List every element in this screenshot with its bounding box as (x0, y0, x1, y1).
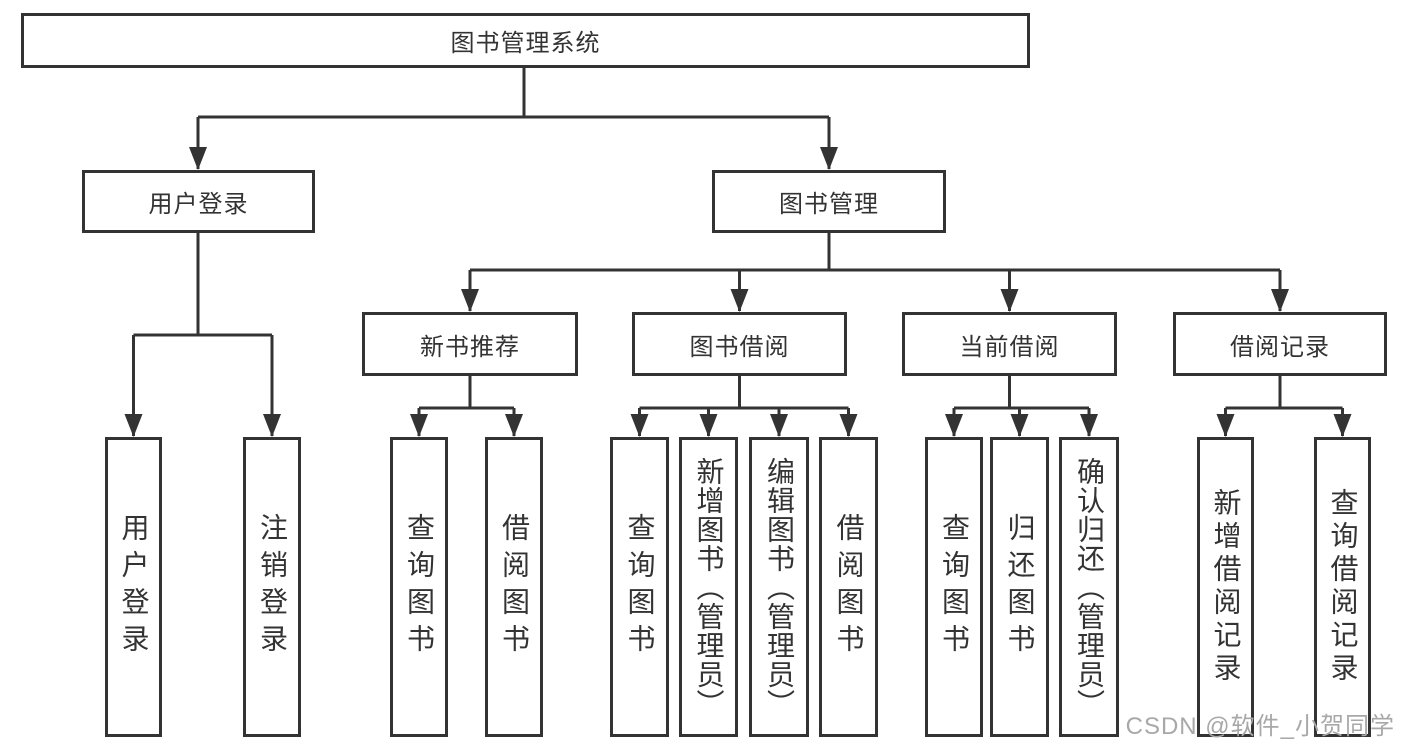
node-user-login: 用户登录 (82, 170, 315, 233)
leaf-query-books-recommend-label: 查询图书 (404, 513, 435, 661)
leaf-query-books-current-label: 查询图书 (939, 513, 970, 661)
connector-current-borrow (954, 376, 1089, 410)
node-current-borrow: 当前借阅 (902, 312, 1117, 376)
leaf-user-login: 用户登录 (105, 437, 162, 737)
node-library-management-system-label: 图书管理系统 (450, 30, 601, 57)
connector-root (198, 68, 829, 119)
leaf-borrow-books-recommend-label: 借阅图书 (499, 513, 530, 661)
node-book-management-label: 图书管理 (779, 191, 879, 218)
leaf-borrow-books: 借阅图书 (819, 437, 878, 737)
leaf-query-books-borrow-label: 查询图书 (624, 513, 656, 661)
node-borrow-records: 借阅记录 (1173, 312, 1387, 376)
leaf-edit-book-admin-label: 编辑图书︵管理员︶ (764, 456, 795, 718)
node-user-login-label: 用户登录 (148, 191, 249, 218)
leaf-confirm-return-admin-label: 确认归还︵管理员︶ (1074, 456, 1105, 718)
connector-user-login (133, 233, 272, 337)
node-book-borrow: 图书借阅 (632, 312, 847, 376)
connector-book-borrow (639, 376, 849, 410)
leaf-return-book: 归还图书 (990, 437, 1049, 737)
leaf-user-login-label: 用户登录 (118, 513, 150, 661)
leaf-logout: 注销登录 (243, 437, 301, 737)
node-new-book-recommend-label: 新书推荐 (420, 333, 520, 361)
node-book-borrow-label: 图书借阅 (689, 333, 790, 361)
leaf-add-borrow-record-label: 新增借阅记录 (1210, 488, 1242, 686)
connector-borrow-records (1225, 376, 1343, 410)
leaf-borrow-books-label: 借阅图书 (833, 513, 865, 661)
leaf-logout-label: 注销登录 (257, 513, 288, 661)
leaf-query-books-borrow: 查询图书 (610, 437, 669, 737)
leaf-edit-book-admin: 编辑图书︵管理员︶ (749, 437, 809, 737)
node-borrow-records-label: 借阅记录 (1230, 333, 1330, 361)
leaf-borrow-books-recommend: 借阅图书 (485, 437, 543, 737)
leaf-add-borrow-record: 新增借阅记录 (1197, 437, 1254, 737)
leaf-query-borrow-record: 查询借阅记录 (1314, 437, 1371, 737)
node-book-management: 图书管理 (712, 170, 946, 233)
node-library-management-system: 图书管理系统 (21, 13, 1030, 68)
leaf-add-book-admin-label: 新增图书︵管理员︶ (693, 456, 725, 718)
leaf-return-book-label: 归还图书 (1004, 513, 1036, 661)
connector-book-management (470, 233, 1280, 272)
node-current-borrow-label: 当前借阅 (959, 333, 1060, 361)
leaf-query-books-current: 查询图书 (925, 437, 983, 737)
node-new-book-recommend: 新书推荐 (362, 312, 578, 376)
leaf-query-books-recommend: 查询图书 (390, 437, 448, 737)
csdn-watermark: CSDN @软件_小贺同学 (1125, 713, 1395, 740)
connector-new-book-recommend (419, 376, 514, 410)
leaf-add-book-admin: 新增图书︵管理员︶ (679, 437, 738, 737)
leaf-query-borrow-record-label: 查询借阅记录 (1327, 488, 1359, 686)
leaf-confirm-return-admin: 确认归还︵管理员︶ (1059, 437, 1119, 737)
